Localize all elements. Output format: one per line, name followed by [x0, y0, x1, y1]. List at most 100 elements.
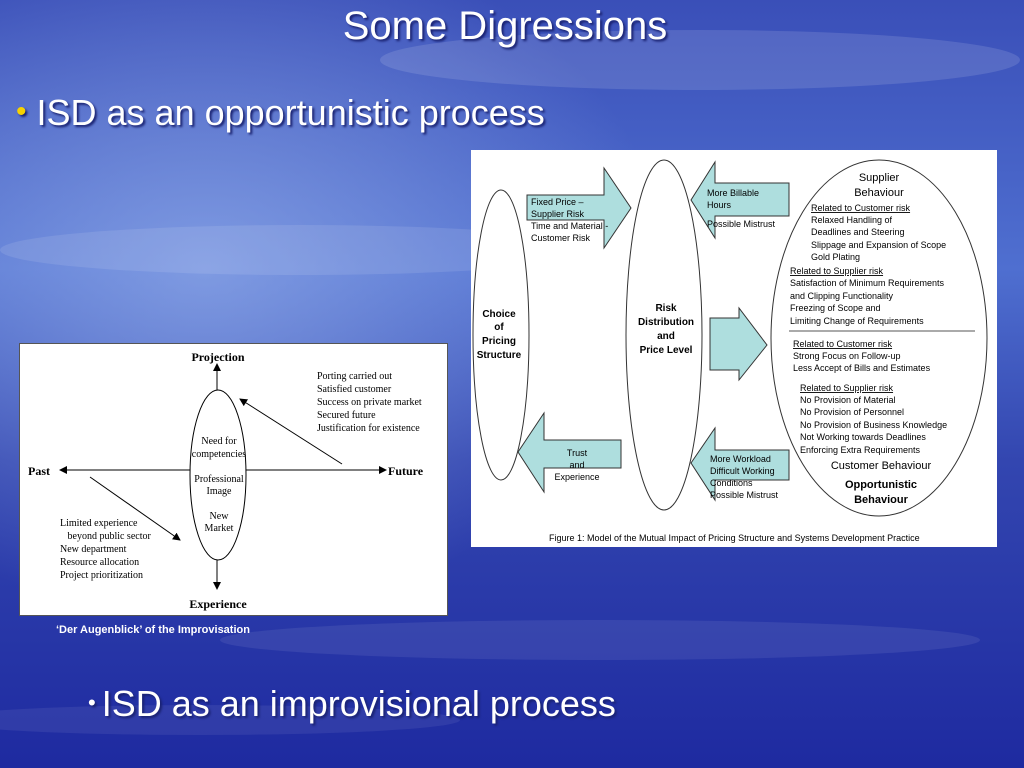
- risk-item: Less Accept of Bills and Estimates: [793, 363, 931, 373]
- risk-item: No Provision of Personnel: [800, 407, 904, 417]
- choice-oval: [472, 189, 530, 481]
- note-line: Limited experience: [60, 518, 138, 529]
- arrow-line: Conditions: [710, 478, 753, 488]
- risk-oval: [625, 159, 703, 511]
- ellipse-line: Need for: [201, 436, 237, 447]
- bullet-opportunistic-text: ISD as an opportunistic process: [36, 92, 545, 133]
- supplier-behaviour-block: Supplier Behaviour Related to Customer r…: [790, 172, 946, 326]
- future-label: Future: [388, 464, 424, 478]
- risk-item: Relaxed Handling of: [811, 215, 893, 225]
- risk-item: No Provision of Business Knowledge: [800, 420, 947, 430]
- opportunistic-title-line: Opportunistic: [845, 479, 917, 491]
- projection-label: Projection: [191, 350, 244, 364]
- oval-line: Price Level: [640, 345, 693, 356]
- customer-behaviour-block: Related to Customer risk Strong Focus on…: [793, 339, 947, 506]
- customer-title: Customer Behaviour: [831, 460, 932, 472]
- improvisation-caption: ‘Der Augenblick’ of the Improvisation: [56, 624, 250, 636]
- experience-label: Experience: [189, 597, 247, 611]
- arrow-line: Possible Mistrust: [710, 490, 779, 500]
- risk-item: Slippage and Expansion of Scope: [811, 240, 946, 250]
- lower-diagonal-arrow: [89, 476, 181, 541]
- arrow-line: Difficult Working: [710, 466, 775, 476]
- past-label: Past: [28, 464, 50, 478]
- risk-oval-text: Risk Distribution and Price Level: [638, 303, 694, 356]
- risk-heading: Related to Customer risk: [811, 203, 911, 213]
- risk-item: Strong Focus on Follow-up: [793, 351, 901, 361]
- arrow-line: Supplier Risk: [531, 209, 585, 219]
- oval-line: and: [657, 331, 675, 342]
- choice-oval-text: Choice of Pricing Structure: [477, 309, 522, 361]
- pricing-diagram-canvas: Choice of Pricing Structure Risk Distrib…: [472, 159, 988, 543]
- upper-right-notes: Porting carried out Satisfied customer S…: [317, 371, 422, 434]
- arrow-line: Trust: [567, 448, 588, 458]
- note-line: Project prioritization: [60, 570, 143, 581]
- note-line: Resource allocation: [60, 557, 139, 568]
- note-line: beyond public sector: [60, 531, 151, 542]
- improvisation-diagram-canvas: Projection Experience Past Future Need f…: [28, 350, 424, 611]
- arrow-line: Customer Risk: [531, 233, 591, 243]
- risk-item: Enforcing Extra Requirements: [800, 445, 921, 455]
- center-arrow: [709, 306, 768, 382]
- workload-arrow-text: More Workload Difficult Working Conditio…: [710, 454, 779, 500]
- arrow-line: Possible Mistrust: [707, 219, 776, 229]
- trust-arrow-text: Trust and Experience: [554, 448, 599, 482]
- arrow-line: More Workload: [710, 454, 771, 464]
- behaviour-oval: [770, 159, 988, 517]
- ellipse-line: Market: [205, 523, 234, 534]
- note-line: New department: [60, 544, 127, 555]
- risk-item: Satisfaction of Minimum Requirements: [790, 278, 945, 288]
- oval-line: Distribution: [638, 317, 694, 328]
- improvisation-diagram: Projection Experience Past Future Need f…: [19, 343, 448, 616]
- ellipse-line: Image: [207, 486, 233, 497]
- fixed-price-arrow-text: Fixed Price – Supplier Risk Time and Mat…: [531, 197, 608, 243]
- ellipse-line: New: [210, 511, 230, 522]
- competencies-ellipse: [189, 389, 247, 561]
- bullet-marker: •: [16, 95, 27, 128]
- risk-heading: Related to Customer risk: [793, 339, 893, 349]
- bullet-marker: •: [88, 690, 96, 715]
- upper-diagonal-arrow: [239, 398, 343, 465]
- pricing-structure-diagram: Choice of Pricing Structure Risk Distrib…: [471, 150, 997, 547]
- note-line: Success on private market: [317, 397, 422, 408]
- opportunistic-title-line: Behaviour: [854, 494, 909, 506]
- ellipse-line: competencies: [192, 449, 247, 460]
- slide-title: Some Digressions: [342, 4, 668, 48]
- arrow-line: Time and Material -: [531, 221, 608, 231]
- note-line: Justification for existence: [317, 423, 420, 434]
- billable-hours-arrow: [690, 160, 790, 240]
- arrow-line: Experience: [554, 472, 599, 482]
- oval-line: Risk: [655, 303, 677, 314]
- workload-arrow: [690, 426, 790, 502]
- arrow-line: and: [569, 460, 584, 470]
- billable-arrow-text: More Billable Hours Possible Mistrust: [707, 188, 776, 229]
- ellipse-line: Professional: [194, 474, 244, 485]
- risk-item: Deadlines and Steering: [811, 227, 905, 237]
- risk-item: Limiting Change of Requirements: [790, 316, 924, 326]
- fixed-price-arrow: [526, 166, 632, 250]
- note-line: Porting carried out: [317, 371, 392, 382]
- pricing-figure-caption: Figure 1: Model of the Mutual Impact of …: [549, 533, 920, 543]
- oval-line: of: [494, 322, 504, 333]
- arrow-line: More Billable: [707, 188, 759, 198]
- risk-item: No Provision of Material: [800, 395, 896, 405]
- note-line: Secured future: [317, 410, 376, 421]
- risk-item: Not Working towards Deadlines: [800, 432, 926, 442]
- lower-left-notes: Limited experience beyond public sector …: [60, 518, 151, 581]
- risk-heading: Related to Supplier risk: [790, 266, 884, 276]
- risk-item: and Clipping Functionality: [790, 291, 894, 301]
- oval-line: Pricing: [482, 336, 516, 347]
- risk-heading: Related to Supplier risk: [800, 383, 894, 393]
- supplier-title-line: Behaviour: [854, 187, 904, 199]
- risk-item: Gold Plating: [811, 252, 860, 262]
- bullet-opportunistic: • ISD as an opportunistic process: [16, 92, 545, 134]
- arrow-line: Fixed Price –: [531, 197, 584, 207]
- oval-line: Choice: [482, 309, 516, 320]
- oval-line: Structure: [477, 350, 522, 361]
- arrow-line: Hours: [707, 200, 732, 210]
- supplier-title-line: Supplier: [859, 172, 900, 184]
- risk-item: Freezing of Scope and: [790, 303, 881, 313]
- bullet-improvisional: •ISD as an improvisional process: [88, 683, 616, 725]
- trust-arrow: [517, 411, 622, 494]
- ellipse-text: Need for competencies Professional Image…: [192, 436, 247, 534]
- note-line: Satisfied customer: [317, 384, 392, 395]
